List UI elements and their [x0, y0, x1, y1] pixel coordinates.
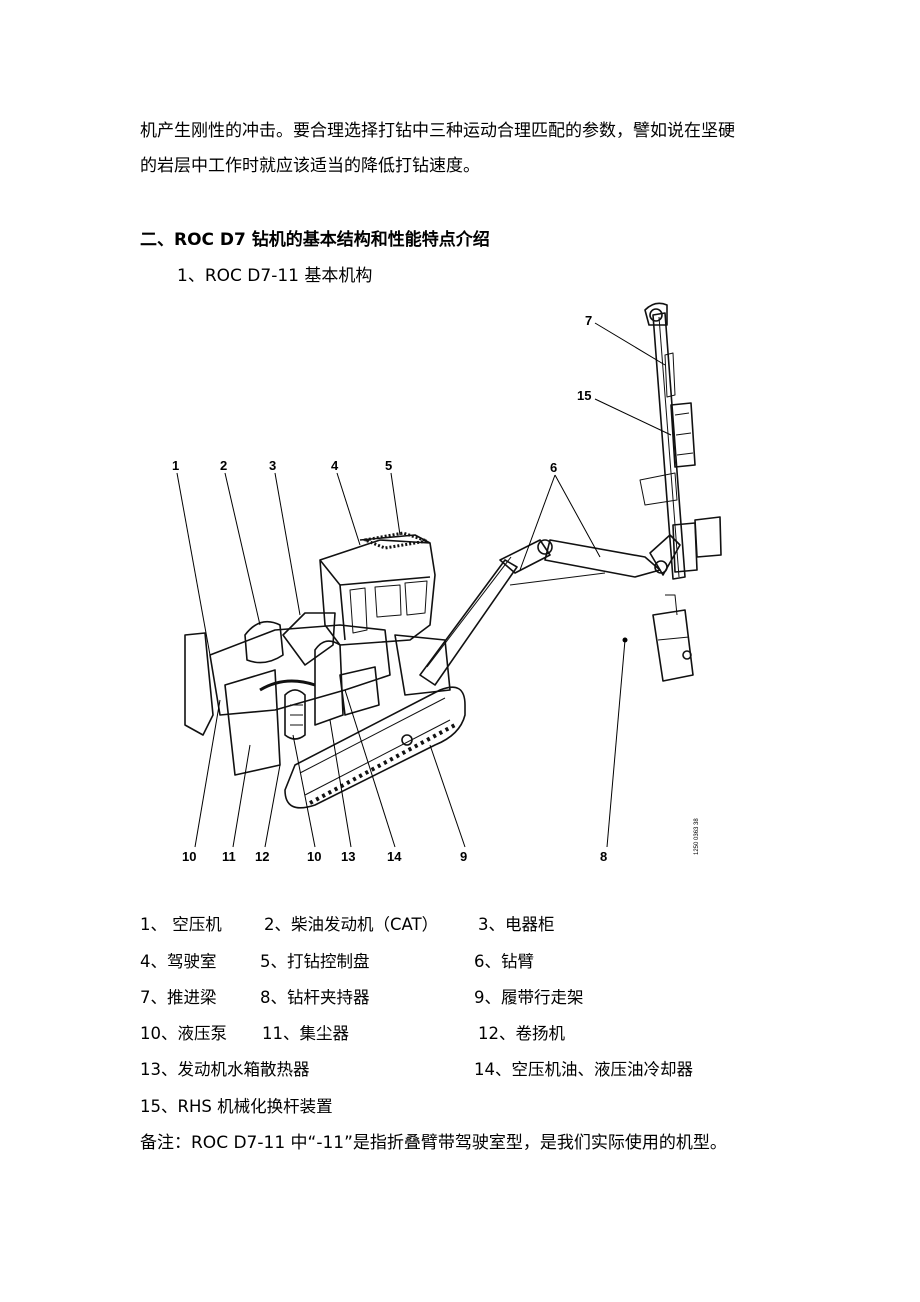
caption-item-6: 6、钻臂 — [474, 952, 534, 971]
callout-15: 15 — [577, 388, 591, 403]
caption-item-4: 4、驾驶室 — [140, 952, 217, 971]
section-heading: 二、ROC D7 钻机的基本结构和性能特点介绍 — [140, 230, 490, 250]
drill-rig-diagram: 1 2 3 4 5 6 7 15 10 11 12 10 13 14 9 8 1… — [172, 302, 722, 864]
caption-item-7: 7、推进梁 — [140, 988, 217, 1007]
caption-item-11: 11、集尘器 — [262, 1024, 349, 1043]
paragraph-line-2: 的岩层中工作时就应该适当的降低打钻速度。 — [140, 156, 480, 176]
callout-14: 14 — [387, 849, 402, 864]
engine-body — [184, 612, 391, 776]
caption-item-8: 8、钻杆夹持器 — [260, 988, 370, 1007]
callout-11: 11 — [222, 849, 236, 864]
caption-item-3: 3、电器柜 — [478, 915, 555, 934]
caption-item-13: 13、发动机水箱散热器 — [140, 1060, 310, 1079]
caption-item-5: 5、打钻控制盘 — [260, 952, 370, 971]
cabin — [319, 531, 451, 696]
paragraph-line-1: 机产生刚性的冲击。要合理选择打钻中三种运动合理匹配的参数，譬如说在坚硬 — [140, 121, 735, 141]
callout-5: 5 — [385, 458, 392, 473]
figure-code: 1250 0363 38 — [694, 818, 700, 855]
caption-item-10: 10、液压泵 — [140, 1024, 227, 1043]
callout-3: 3 — [269, 458, 276, 473]
callout-12: 12 — [255, 849, 269, 864]
callout-6: 6 — [550, 460, 557, 475]
callout-2: 2 — [220, 458, 227, 473]
callout-1: 1 — [172, 458, 179, 473]
leader-lines — [176, 322, 672, 848]
caption-item-14: 14、空压机油、液压油冷却器 — [474, 1060, 693, 1079]
callout-13: 13 — [341, 849, 355, 864]
callout-7: 7 — [585, 313, 592, 328]
callout-8: 8 — [600, 849, 607, 864]
note-line: 备注：ROC D7-11 中“-11”是指折叠臂带驾驶室型，是我们实际使用的机型… — [140, 1133, 727, 1153]
caption-item-15: 15、RHS 机械化换杆装置 — [140, 1097, 333, 1116]
caption-item-12: 12、卷扬机 — [478, 1024, 565, 1043]
callout-10a: 10 — [182, 849, 196, 864]
caption-item-2: 2、柴油发动机（CAT） — [264, 915, 439, 934]
callout-10b: 10 — [307, 849, 321, 864]
folding-boom — [419, 534, 681, 686]
crawler-track — [284, 686, 466, 809]
callout-9: 9 — [460, 849, 467, 864]
caption-item-9: 9、履带行走架 — [474, 988, 584, 1007]
caption-item-1: 1、 空压机 — [140, 915, 222, 934]
callout-4: 4 — [331, 458, 339, 473]
feed-beam — [639, 302, 722, 682]
section-subheading: 1、ROC D7-11 基本机构 — [177, 266, 373, 286]
